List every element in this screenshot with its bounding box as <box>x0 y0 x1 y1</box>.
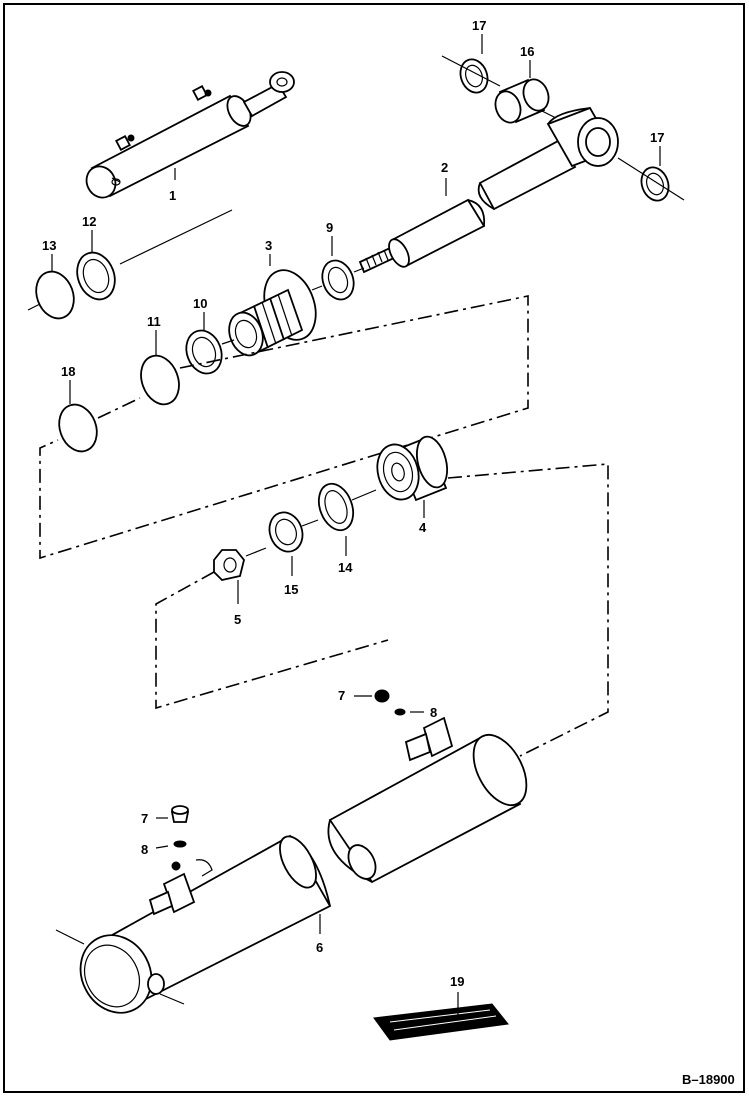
ring-part-18 <box>58 403 98 453</box>
label-part-6: 6 <box>316 940 323 955</box>
label-part-11: 11 <box>147 314 161 329</box>
label-part-4: 4 <box>419 520 427 535</box>
seal-part-15 <box>268 511 304 553</box>
label-part-16: 16 <box>520 44 534 59</box>
piston-part-4 <box>376 435 449 502</box>
o-ring-part-11 <box>140 354 180 406</box>
o-ring-part-8-upper <box>394 708 406 716</box>
wear-ring-part-10 <box>185 329 223 375</box>
label-part-7-lower: 7 <box>141 811 148 826</box>
seal-part-14 <box>317 482 355 532</box>
barrel-part-6 <box>55 716 528 1014</box>
ring-part-12 <box>76 251 116 301</box>
label-part-18: 18 <box>61 364 75 379</box>
decal-part-19 <box>373 1003 509 1041</box>
diagram-frame <box>3 3 745 1093</box>
figure-reference: B–18900 <box>682 1072 735 1087</box>
label-part-17-lower: 17 <box>650 130 664 145</box>
seal-part-17-lower <box>640 166 670 202</box>
label-part-2: 2 <box>441 160 448 175</box>
leader-lines <box>51 34 661 1016</box>
assembly-line-1 <box>39 295 529 560</box>
bushing-part-16 <box>494 78 550 124</box>
label-part-14: 14 <box>338 560 353 575</box>
label-part-9: 9 <box>326 220 333 235</box>
label-part-3: 3 <box>265 238 272 253</box>
axis-line-ring <box>221 339 235 345</box>
label-part-5: 5 <box>234 612 241 627</box>
label-part-13: 13 <box>42 238 56 253</box>
o-ring-part-8-lower <box>173 840 187 848</box>
label-part-17-upper: 17 <box>472 18 486 33</box>
label-part-8-upper: 8 <box>430 705 437 720</box>
seal-part-9 <box>321 259 355 301</box>
axis-line-gland <box>311 267 365 291</box>
nut-part-5 <box>213 549 245 581</box>
plug-part-7-upper <box>374 689 390 703</box>
assembled-cylinder-part-1 <box>85 71 295 199</box>
pivot-axis-line <box>441 55 685 201</box>
label-part-19: 19 <box>450 974 464 989</box>
label-part-1: 1 <box>169 188 176 203</box>
assembly-line-2 <box>155 463 609 757</box>
label-part-7-upper: 7 <box>338 688 345 703</box>
label-part-10: 10 <box>193 296 207 311</box>
axis-line-piston <box>245 489 377 557</box>
label-part-8-lower: 8 <box>141 842 148 857</box>
seal-part-17-upper <box>459 58 489 94</box>
plug-part-7-lower <box>170 805 190 823</box>
axis-line-top <box>27 209 233 311</box>
label-part-12: 12 <box>82 214 96 229</box>
gland-part-3 <box>228 269 317 357</box>
ring-part-13 <box>35 270 75 320</box>
rod-part-2 <box>358 106 619 274</box>
label-part-15: 15 <box>284 582 298 597</box>
